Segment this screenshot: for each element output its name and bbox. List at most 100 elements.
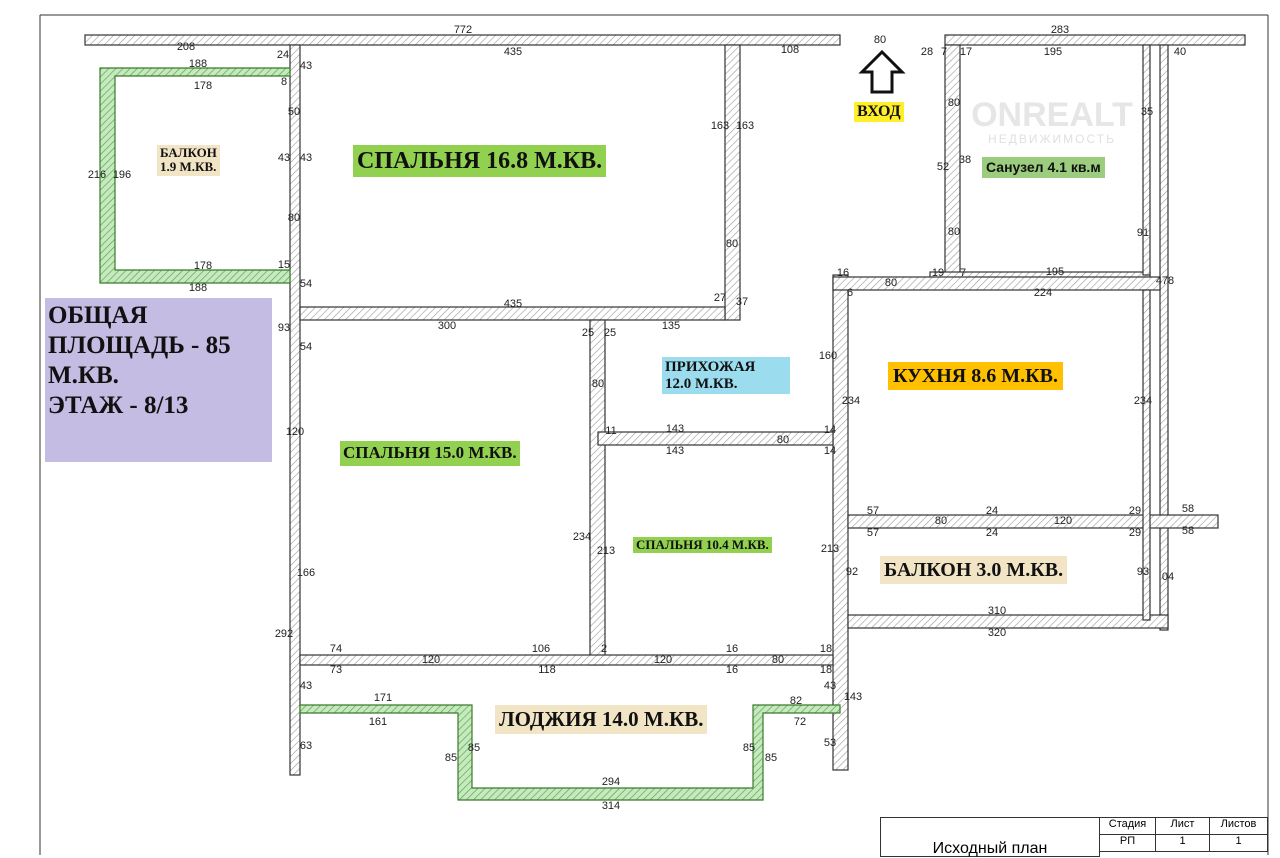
title-block-title: Исходный план [880, 817, 1100, 857]
dimension-label: 171 [374, 692, 392, 704]
dimension-label: 16 [726, 643, 738, 655]
dimension-label: 292 [275, 628, 293, 640]
dimension-label: 53 [824, 737, 836, 749]
dimension-label: 80 [935, 515, 947, 527]
dimension-label: 80 [288, 212, 300, 224]
room-label-kitchen: КУХНЯ 8.6 М.КВ. [888, 362, 1063, 390]
dimension-label: 80 [726, 238, 738, 250]
dimension-label: 120 [422, 654, 440, 666]
dimension-label: 80 [772, 654, 784, 666]
dimension-label: 16 [837, 267, 849, 279]
value-stage: РП [1099, 834, 1156, 852]
dimension-label: 2 [601, 643, 607, 655]
dimension-label: 93 [1137, 566, 1149, 578]
dimension-label: 294 [602, 776, 620, 788]
dimension-label: 91 [1137, 227, 1149, 239]
dimension-label: 28 [921, 46, 933, 58]
dimension-label: 43 [300, 60, 312, 72]
dimension-label: 18 [820, 664, 832, 676]
dimension-label: 24 [277, 49, 289, 61]
room-label-bedroom-15-0: СПАЛЬНЯ 15.0 М.КВ. [340, 441, 520, 466]
dimension-label: 213 [821, 543, 839, 555]
dimension-label: 118 [538, 664, 556, 676]
dimension-label: 85 [765, 752, 777, 764]
dimension-label: 35 [1141, 106, 1153, 118]
dimension-label: 43 [824, 680, 836, 692]
dimension-label: 85 [445, 752, 457, 764]
dimension-label: 93 [278, 322, 290, 334]
dimension-label: 43 [278, 152, 290, 164]
hallway-area: 12.0 М.КВ. [665, 375, 738, 392]
dimension-label: 29 [1129, 527, 1141, 539]
dimension-label: 478 [1156, 275, 1174, 287]
dimension-label: 314 [602, 800, 620, 812]
watermark-sub: НЕДВИЖИМОСТЬ [988, 132, 1116, 146]
dimension-label: 85 [743, 742, 755, 754]
value-sheets: 1 [1209, 834, 1268, 852]
dimension-label: 178 [194, 80, 212, 92]
value-sheet: 1 [1155, 834, 1210, 852]
dimension-label: 213 [597, 545, 615, 557]
dimension-label: 24 [986, 527, 998, 539]
dimension-label: 04 [1162, 571, 1174, 583]
dimension-label: 208 [177, 41, 195, 53]
dimension-label: 143 [844, 691, 862, 703]
dimension-label: 6 [847, 287, 853, 299]
summary-line-1: ОБЩАЯ [48, 302, 148, 329]
dimension-label: 135 [662, 320, 680, 332]
dimension-label: 29 [1129, 505, 1141, 517]
entrance-arrow-icon [858, 49, 906, 94]
dimension-label: 120 [654, 654, 672, 666]
summary-box: ОБЩАЯ ПЛОЩАДЬ - 85 М.КВ. ЭТАЖ - 8/13 [45, 298, 272, 462]
dimension-label: 161 [369, 716, 387, 728]
dimension-label: 40 [1174, 46, 1186, 58]
dimension-label: 43 [300, 680, 312, 692]
dimension-label: 92 [846, 566, 858, 578]
header-sheets: Листов [1209, 817, 1268, 835]
watermark-brand: ONREALT [971, 96, 1133, 134]
dimension-label: 188 [189, 282, 207, 294]
dimension-label: 72 [794, 716, 806, 728]
dimension-label: 27 [714, 292, 726, 304]
summary-line-2: ПЛОЩАДЬ - 85 [48, 332, 231, 359]
dimension-label: 7 [960, 267, 966, 279]
dimension-label: 57 [867, 505, 879, 517]
room-label-bedroom-16-8: СПАЛЬНЯ 16.8 М.КВ. [353, 145, 607, 178]
dimension-label: 50 [288, 106, 300, 118]
room-label-bedroom-10-4: СПАЛЬНЯ 10.4 М.КВ. [633, 537, 772, 554]
dimension-label: 120 [286, 426, 304, 438]
dimension-label: 300 [438, 320, 456, 332]
dimension-label: 234 [573, 531, 591, 543]
dimension-label: 25 [582, 327, 594, 339]
dimension-label: 435 [504, 298, 522, 310]
dimension-label: 85 [468, 742, 480, 754]
dimension-label: 74 [330, 643, 342, 655]
dimension-label: 54 [300, 341, 312, 353]
summary-line-4: ЭТАЖ - 8/13 [48, 392, 189, 419]
dimension-label: 52 [937, 161, 949, 173]
small-balcony-name: БАЛКОН [160, 145, 217, 160]
dimension-label: 163 [736, 120, 754, 132]
dimension-label: 283 [1051, 24, 1069, 36]
dimension-label: 18 [820, 643, 832, 655]
room-label-bathroom: Санузел 4.1 кв.м [982, 157, 1105, 179]
dimension-label: 16 [726, 664, 738, 676]
dimension-label: 160 [819, 350, 837, 362]
dimension-label: 58 [1182, 503, 1194, 515]
dimension-label: 108 [781, 44, 799, 56]
dimension-label: 80 [592, 378, 604, 390]
dimension-label: 224 [1034, 287, 1052, 299]
dimension-label: 63 [300, 740, 312, 752]
dimension-label: 196 [113, 169, 131, 181]
dimension-label: 24 [986, 505, 998, 517]
room-label-balcony-3-0: БАЛКОН 3.0 М.КВ. [880, 556, 1068, 584]
small-balcony-wall [99, 67, 291, 284]
dimension-label: 80 [885, 277, 897, 289]
dimension-label: 73 [330, 664, 342, 676]
dimension-label: 14 [824, 445, 836, 457]
dimension-label: 8 [281, 76, 287, 88]
dimension-label: 80 [874, 34, 886, 46]
